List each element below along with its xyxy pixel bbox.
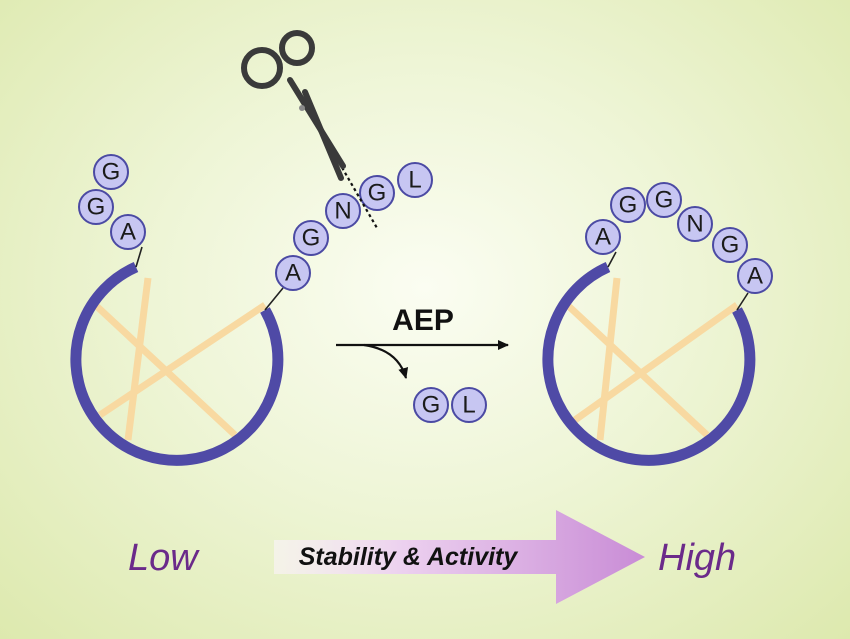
residue-label: G: [655, 187, 674, 214]
low-label: Low: [128, 537, 200, 579]
residue: G: [93, 154, 129, 190]
disulfide-bridge: [124, 277, 152, 441]
residue: G: [78, 189, 114, 225]
residue: A: [110, 214, 146, 250]
residue-label: L: [462, 392, 475, 419]
residue: A: [275, 255, 311, 291]
residue: G: [712, 227, 748, 263]
residue-label: A: [595, 224, 611, 251]
gradient-arrow-label: Stability & Activity: [299, 543, 519, 571]
residue-label: G: [368, 180, 387, 207]
gradient-arrow-group: Low Stability & Activity High: [128, 510, 736, 604]
disulfide-bridge: [572, 302, 740, 423]
residue: A: [737, 258, 773, 294]
left-peptide: G G A A G N G L: [70, 151, 433, 466]
residue-label: A: [285, 260, 301, 287]
residue: G: [610, 187, 646, 223]
disulfide-bridge: [98, 302, 267, 418]
residue: A: [585, 219, 621, 255]
linker-line: [607, 251, 617, 268]
residue: G: [293, 220, 329, 256]
residue-label: A: [747, 263, 763, 290]
residue-label: N: [334, 198, 351, 225]
residue: L: [397, 162, 433, 198]
residue-label: L: [408, 167, 421, 194]
residue-label: G: [102, 159, 121, 186]
residue-label: A: [120, 219, 136, 246]
linker-line: [264, 287, 284, 311]
disulfide-bridge: [596, 277, 621, 441]
residue: G: [413, 387, 449, 423]
residue-label: G: [87, 194, 106, 221]
left-n-terminal-residues: G G A: [78, 154, 146, 250]
linker-line: [736, 292, 749, 311]
linker-line: [135, 246, 143, 268]
residue: G: [646, 182, 682, 218]
enzyme-label: AEP: [392, 304, 454, 337]
right-loop-residues: A G G N G A: [585, 182, 773, 294]
residue: N: [325, 193, 361, 229]
residue: G: [359, 175, 395, 211]
side-arrow-curve: [363, 343, 409, 379]
left-backbone-ring: [70, 261, 284, 466]
residue-label: N: [686, 211, 703, 238]
residue-label: G: [302, 225, 321, 252]
residue-label: G: [721, 232, 740, 259]
disulfide-bridge: [87, 297, 238, 438]
high-label: High: [658, 537, 736, 579]
reaction-arrow: AEP: [336, 304, 509, 379]
left-disulfide-bridges: [87, 277, 267, 441]
released-fragment: G L: [413, 387, 487, 423]
right-backbone-ring: [542, 261, 756, 466]
residue: L: [451, 387, 487, 423]
scissors-icon: [241, 30, 346, 181]
right-peptide: A G G N G A: [542, 182, 773, 466]
residue-label: G: [619, 192, 638, 219]
residue: N: [677, 206, 713, 242]
right-disulfide-bridges: [559, 277, 740, 441]
residue-label: G: [422, 392, 441, 419]
left-c-terminal-residues: A G N G L: [275, 162, 433, 291]
gradient-arrow: [274, 510, 645, 604]
disulfide-bridge: [559, 297, 710, 438]
